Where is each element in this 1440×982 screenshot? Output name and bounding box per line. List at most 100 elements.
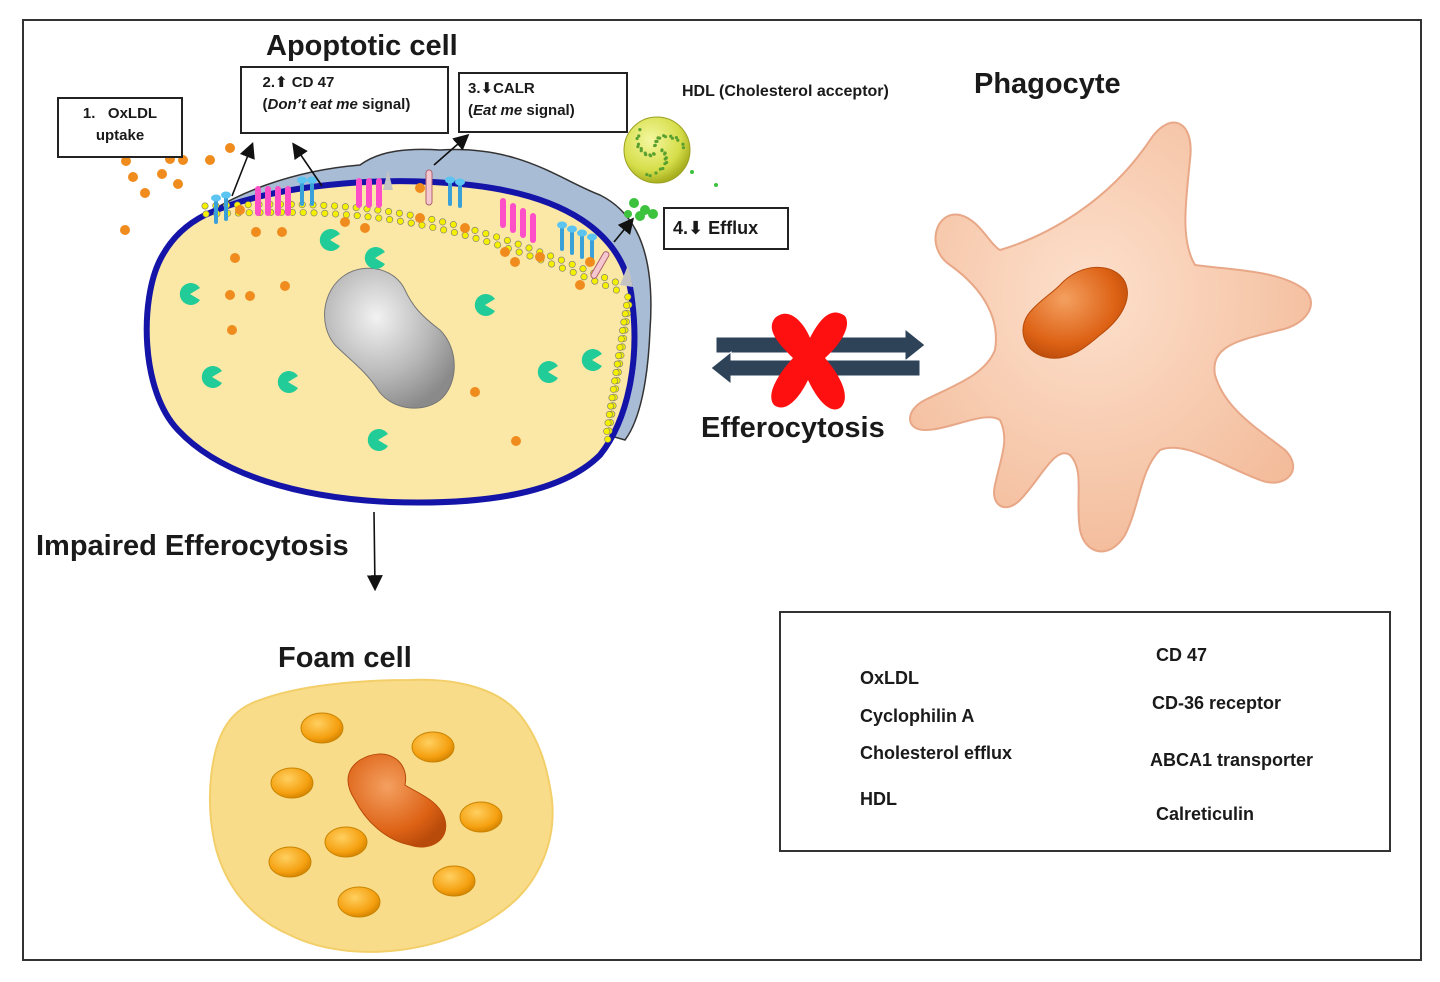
cd47-receptor xyxy=(560,225,564,251)
lipid-head xyxy=(619,327,627,335)
hdl-speckle xyxy=(654,171,658,175)
lipid-head xyxy=(386,216,394,224)
cd36-receptor xyxy=(530,213,536,243)
lipid-head xyxy=(613,360,621,368)
hdl-speckle xyxy=(663,157,667,161)
cd47-receptor-head xyxy=(577,229,587,237)
cd47-receptor-head xyxy=(587,233,597,241)
cd47-receptor xyxy=(580,233,584,259)
lipid-head xyxy=(395,209,403,217)
oxldl-particle xyxy=(585,257,595,267)
hdl-speckle xyxy=(670,136,674,140)
step2-paren: ( xyxy=(262,96,268,113)
hdl-speckle xyxy=(648,153,652,157)
oxldl-particle xyxy=(575,280,585,290)
step4-line1: Efflux xyxy=(708,218,759,238)
apoptotic-cell xyxy=(120,143,652,506)
cd47-receptor-head xyxy=(211,194,221,202)
cd47-receptor xyxy=(300,180,304,206)
hdl-speckle xyxy=(645,172,649,177)
lipid-head xyxy=(617,335,625,343)
lipid-head xyxy=(624,293,632,301)
cyclophilin-a-particle xyxy=(474,294,495,317)
lipid-head xyxy=(620,318,628,326)
lipid-head xyxy=(428,215,436,223)
lipid-head xyxy=(245,209,253,217)
arrow-impaired xyxy=(366,511,383,592)
oxldl-particle xyxy=(225,143,235,153)
step1-number: 1. xyxy=(82,105,96,122)
lipid-head xyxy=(449,221,457,229)
oxldl-particle xyxy=(251,227,261,237)
lipid-head xyxy=(601,274,609,282)
lipid-head xyxy=(385,208,393,216)
cd47-receptor-head xyxy=(455,178,465,186)
hdl-acceptor-label: HDL (Cholesterol acceptor) xyxy=(682,83,889,100)
step3-line1: CALR xyxy=(493,80,535,97)
lipid-head xyxy=(604,435,612,443)
cd47-receptor xyxy=(448,180,452,206)
cd36-receptor xyxy=(285,186,291,216)
legend xyxy=(779,611,1391,852)
hdl-speckle xyxy=(636,145,640,149)
cyclophilin-a-particle xyxy=(581,349,602,372)
hdl-speckle xyxy=(663,162,667,166)
hdl-speckle xyxy=(638,128,642,132)
lipid-head xyxy=(353,212,361,220)
step2-line1: CD 47 xyxy=(291,74,335,91)
oxldl-particle xyxy=(500,247,510,257)
lipid-head xyxy=(612,369,620,377)
lipid-head xyxy=(607,402,615,410)
abca1-transporter xyxy=(590,251,610,279)
lipid-droplet xyxy=(268,846,312,878)
arrow-step2 xyxy=(292,142,323,187)
lipid-head xyxy=(621,310,629,318)
phagocyte-cell xyxy=(909,121,1312,553)
arrow-step3 xyxy=(433,133,470,166)
cholesterol-efflux-dots xyxy=(624,170,718,221)
cd36-receptor xyxy=(265,186,271,216)
legend-abca1: ABCA1 transporter xyxy=(1150,750,1314,770)
lipid-head xyxy=(494,241,502,249)
lipid-head xyxy=(493,233,501,241)
step1-box: 1. OxLDL uptake xyxy=(57,97,183,158)
lipid-head xyxy=(406,211,414,219)
oxldl-particle xyxy=(120,225,130,235)
lipid-head xyxy=(547,252,555,260)
oxldl-particle xyxy=(205,155,215,165)
hdl-speckle xyxy=(655,139,659,143)
lipid-head xyxy=(320,201,328,209)
legend-oxldl: OxLDL xyxy=(860,668,920,688)
hdl-speckle xyxy=(663,152,667,156)
lipid-droplet xyxy=(324,826,368,858)
cd47-receptor-head xyxy=(567,225,577,233)
abca1-transporter xyxy=(425,169,433,206)
lipid-head xyxy=(623,301,631,309)
step3-number: 3. xyxy=(468,80,481,97)
oxldl-particle xyxy=(230,253,240,263)
hdl-speckle xyxy=(676,138,680,142)
oxldl-particle xyxy=(140,188,150,198)
lipid-head xyxy=(310,209,318,217)
oxldl-particle xyxy=(227,325,237,335)
oxldl-particle xyxy=(510,257,520,267)
lipid-head xyxy=(483,238,491,246)
foam-cell-nucleus xyxy=(347,753,447,848)
cd47-receptor xyxy=(310,180,314,206)
hdl-speckle xyxy=(652,152,656,156)
lipid-head xyxy=(299,209,307,217)
oxldl-particle xyxy=(535,252,545,262)
arrow-step4 xyxy=(613,217,635,243)
cd47-receptor-head xyxy=(557,221,567,229)
phagocyte-body xyxy=(909,121,1312,553)
oxldl-particle xyxy=(460,223,470,233)
lipid-head xyxy=(440,226,448,234)
cd47-receptor xyxy=(458,182,462,208)
hdl-speckle xyxy=(660,149,664,153)
foam-cell xyxy=(209,678,554,953)
lipid-head xyxy=(202,210,210,218)
lipid-droplet xyxy=(270,767,314,799)
oxldl-particle xyxy=(277,227,287,237)
lipid-head xyxy=(244,201,252,209)
lipid-head xyxy=(201,202,209,210)
